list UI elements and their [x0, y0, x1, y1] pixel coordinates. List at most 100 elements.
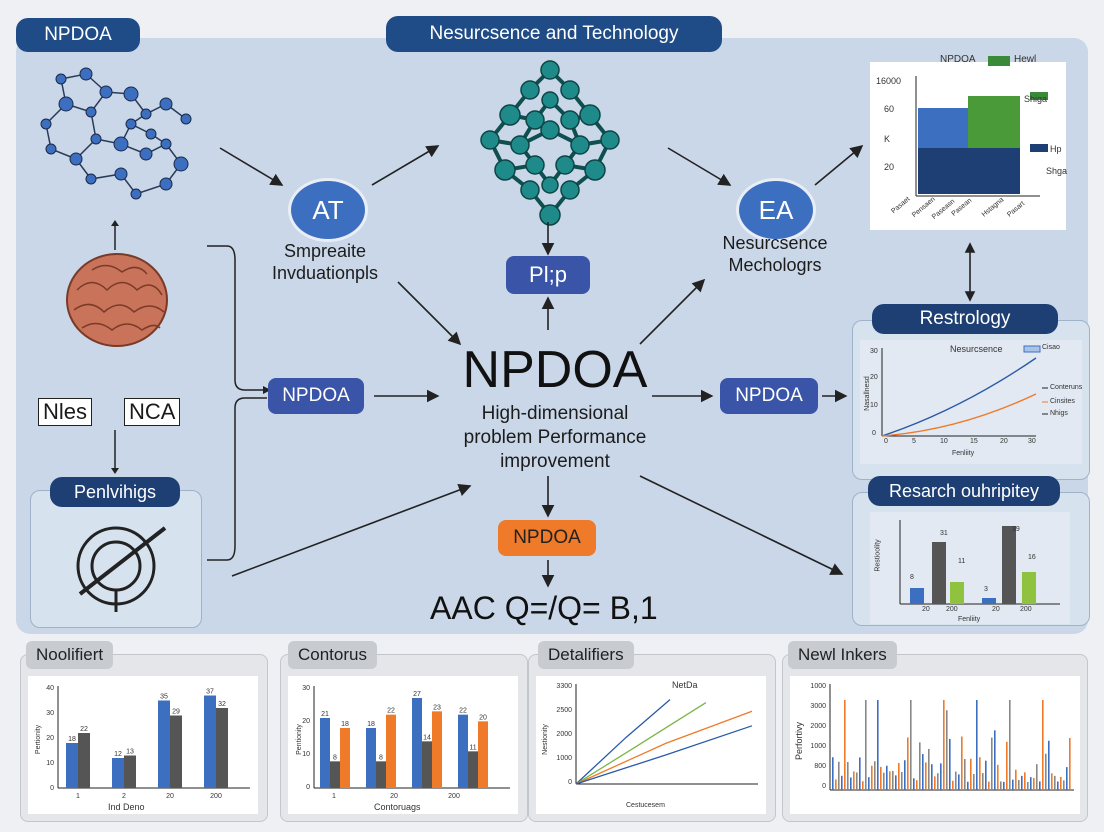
bar [458, 714, 468, 788]
center-subtitle: High-dimensional problem Performance imp… [420, 402, 690, 474]
restrology-tag: Restrology [872, 304, 1058, 334]
ea-caption: Nesurcsence Mechologrs [690, 232, 860, 276]
restrology-ytick-2: 10 [870, 402, 878, 409]
research-xtick-0: 20 [922, 606, 930, 613]
legend-hewl-swatch [988, 56, 1010, 66]
data-label: 32 [218, 701, 226, 708]
nles-label: Nles [38, 398, 93, 426]
noolifiert-ylabel: Pertionity [35, 724, 43, 755]
bar [1063, 780, 1065, 790]
bar [937, 773, 939, 790]
bar [320, 718, 330, 788]
ytick: 10 [302, 751, 310, 758]
research-xtick-2: 20 [992, 606, 1000, 613]
bar [330, 761, 340, 788]
bar-base [918, 148, 1020, 194]
restrology-xtick-5: 30 [1028, 438, 1036, 445]
data-label: 22 [387, 708, 395, 715]
xtick: 20 [166, 793, 174, 800]
bar [856, 772, 858, 790]
bar [1018, 779, 1020, 790]
detalifiers-xlabel: Cestucesem [626, 802, 665, 809]
bar [78, 733, 90, 788]
research-xtick-1: 200 [946, 606, 958, 613]
series-line [575, 701, 707, 785]
ytick: 30 [302, 685, 310, 692]
bar [910, 588, 924, 604]
ytick: 0 [568, 779, 572, 786]
bar [468, 751, 478, 788]
molecule-network-icon [40, 67, 192, 200]
ytick: 2500 [556, 707, 572, 714]
bar [976, 700, 978, 790]
bar [1057, 781, 1059, 790]
research-val-1: 31 [940, 530, 948, 537]
data-label: 27 [413, 691, 421, 698]
noolifiert-xlabel: Ind Deno [108, 802, 145, 812]
bar [1042, 700, 1044, 790]
bar [988, 781, 990, 790]
bar [1060, 776, 1062, 790]
bar [916, 780, 918, 790]
bottom-tag-newl-inkers: Newl Inkers [788, 641, 897, 669]
ea-circle: EA [736, 178, 816, 242]
bar [982, 598, 996, 604]
central-molecule-icon [480, 60, 620, 226]
bottom-tag-detalifiers: Detalifiers [538, 641, 634, 669]
npdoa-left-node: NPDOA [268, 378, 364, 414]
restrology-xtick-3: 15 [970, 438, 978, 445]
restrology-xtick-2: 10 [940, 438, 948, 445]
arrow-up-icon [111, 220, 119, 250]
restrology-xtick-1: 5 [912, 438, 916, 445]
ea-caption-line-1: Nesurcsence [722, 233, 828, 253]
ytick-0: 16000 [876, 76, 902, 86]
bar [386, 714, 396, 788]
ytick: 1000 [810, 743, 826, 750]
ytick: 1000 [810, 683, 826, 690]
bar [952, 780, 954, 790]
bar [412, 698, 422, 788]
data-label: 21 [321, 711, 329, 718]
top-title: Nesurcsence and Technology [386, 16, 722, 52]
xtick: 2 [122, 793, 126, 800]
bar [1051, 773, 1053, 790]
bar [982, 773, 984, 790]
at-circle: AT [288, 178, 368, 242]
ytick: 2000 [810, 723, 826, 730]
bar [871, 765, 873, 790]
bar [901, 772, 903, 790]
bar [910, 700, 912, 790]
restrology-xtick-0: 0 [884, 438, 888, 445]
bar [838, 761, 840, 790]
npdoa-bottom-node: NPDOA [498, 520, 596, 556]
bar [841, 775, 843, 790]
research-val-4: 39 [1012, 526, 1020, 533]
restrology-xlabel: Fenliity [952, 450, 975, 457]
xtick: 20 [390, 793, 398, 800]
data-label: 22 [459, 708, 467, 715]
bar [1054, 775, 1056, 790]
bar [124, 755, 136, 788]
series-orange-line [881, 393, 1037, 437]
data-label: 8 [379, 754, 383, 761]
bar [892, 770, 894, 790]
at-caption-line-2: Invduationpls [271, 263, 379, 283]
restrology-ytick-1: 20 [870, 374, 878, 381]
center-subtitle-line-2: problem Performance [463, 427, 647, 448]
center-subtitle-line-3: improvement [500, 451, 610, 472]
legend-swatch [1023, 345, 1041, 353]
bar [943, 700, 945, 790]
bar [985, 760, 987, 790]
bar [961, 736, 963, 790]
bar [478, 721, 488, 788]
bar [1006, 741, 1008, 790]
data-label: 13 [126, 749, 134, 756]
bar [913, 778, 915, 790]
series-label-2: Nhigs [1050, 410, 1068, 417]
bar [432, 711, 442, 788]
ytick: 800 [814, 763, 826, 770]
bar [376, 761, 386, 788]
contorus-xlabel: Contoruags [374, 802, 421, 812]
bracket-connector [207, 245, 271, 561]
